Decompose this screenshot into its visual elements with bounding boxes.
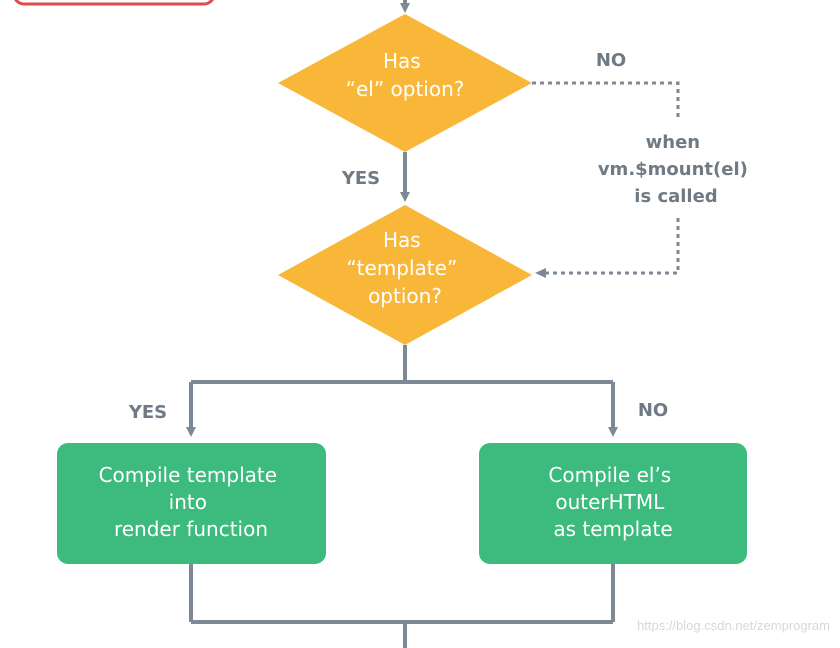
when-mount-label: when vm.$mount(el) is called bbox=[598, 132, 754, 207]
has-template-option-diamond bbox=[278, 205, 532, 345]
template-yes-label: YES bbox=[128, 402, 167, 423]
mount-dotted-path bbox=[545, 218, 680, 275]
has-el-option-label: Has “el” option? bbox=[346, 49, 465, 101]
mount-arrowhead bbox=[535, 268, 546, 278]
watermark: https://blog.csdn.net/zemprogram bbox=[637, 618, 830, 633]
compile-template-box bbox=[57, 443, 326, 564]
template-no-label: NO bbox=[638, 400, 668, 421]
has-template-option-label: Has “template” option? bbox=[346, 228, 463, 308]
compile-template-label: Compile template into render function bbox=[99, 463, 284, 541]
compile-outer-html-label: Compile el’s outerHTML as template bbox=[548, 463, 677, 541]
el-no-dotted-path bbox=[532, 81, 680, 118]
el-no-label: NO bbox=[596, 50, 626, 71]
cropped-red-box bbox=[14, 0, 214, 6]
el-yes-label: YES bbox=[341, 168, 380, 189]
has-el-option-diamond bbox=[278, 14, 532, 152]
compile-outer-html-box bbox=[479, 443, 747, 564]
